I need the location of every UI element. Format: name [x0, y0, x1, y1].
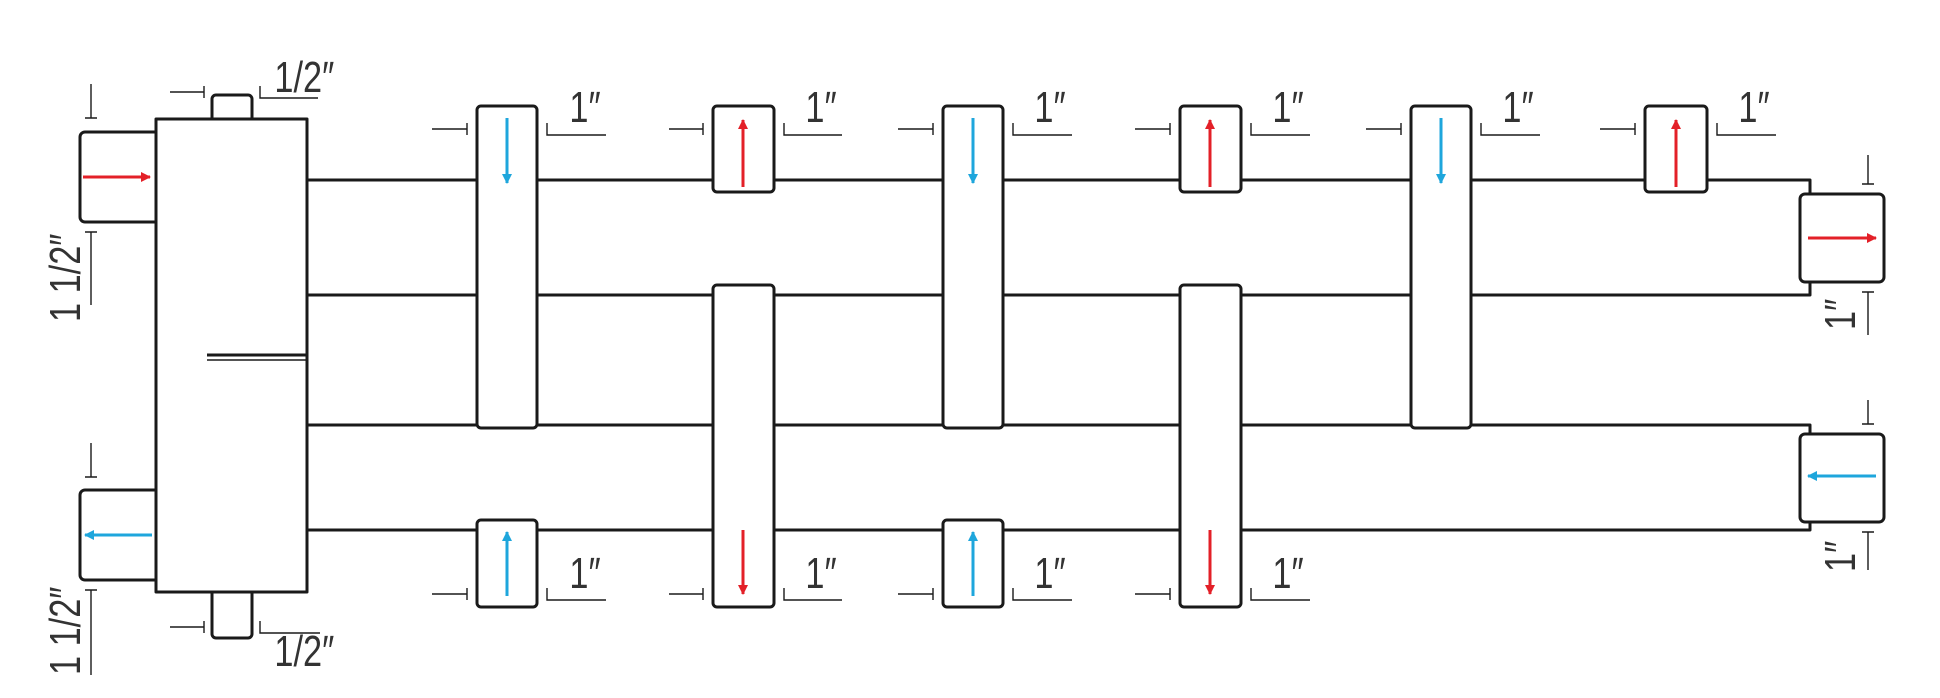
label-main-return: 1 1/2″: [41, 587, 90, 675]
tall-connectors: [475, 104, 1473, 609]
label-lower-4: 1″: [1272, 549, 1303, 598]
dim-main-inlet: [85, 84, 97, 305]
dim-right-lower: [1862, 400, 1874, 570]
connector-4: [1178, 283, 1243, 609]
label-upper-5: 1″: [1502, 83, 1533, 132]
right-end-ports: [1798, 192, 1886, 524]
dim-top-nozzle: [170, 86, 318, 99]
dim-upper-3: [898, 123, 1072, 136]
hydraulic-separator: [78, 93, 309, 640]
dim-upper-6: [1600, 123, 1776, 136]
dimension-lines: [85, 84, 1874, 675]
connector-2: [711, 283, 776, 609]
label-lower-1: 1″: [569, 549, 600, 598]
connector-5: [1409, 104, 1473, 430]
dim-lower-3: [898, 588, 1072, 601]
dim-lower-4: [1135, 588, 1310, 601]
dim-lower-1: [432, 588, 606, 601]
dim-main-return: [85, 443, 97, 675]
dim-upper-5: [1366, 123, 1540, 136]
connector-1: [475, 104, 539, 430]
label-lower-2: 1″: [805, 549, 836, 598]
dim-right-upper: [1862, 155, 1874, 335]
label-right-upper: 1″: [1816, 299, 1865, 330]
label-upper-2: 1″: [805, 83, 836, 132]
top-pipe: [298, 178, 1812, 297]
flow-arrows: [83, 118, 1878, 596]
label-upper-3: 1″: [1034, 83, 1065, 132]
label-top-nozzle: 1/2″: [274, 53, 334, 102]
label-upper-4: 1″: [1272, 83, 1303, 132]
right-lower-port: [1798, 432, 1886, 524]
dim-upper-2: [669, 123, 842, 136]
bottom-pipe: [298, 423, 1812, 532]
label-bottom-nozzle: 1/2″: [274, 627, 334, 676]
label-right-lower: 1″: [1816, 541, 1865, 572]
manifold-pipes: [298, 178, 1812, 532]
dim-upper-4: [1135, 123, 1310, 136]
label-main-inlet: 1 1/2″: [41, 234, 90, 322]
dim-upper-1: [432, 123, 606, 136]
label-upper-6: 1″: [1738, 83, 1769, 132]
dim-lower-2: [669, 588, 842, 601]
label-lower-3: 1″: [1034, 549, 1065, 598]
dim-bottom-nozzle: [170, 621, 320, 634]
connector-3: [941, 104, 1005, 430]
label-upper-1: 1″: [569, 83, 600, 132]
dimension-labels: 1/2″ 1/2″ 1 1/2″ 1 1/2″ 1″ 1″ 1″ 1″ 1″ 1…: [41, 53, 1865, 676]
